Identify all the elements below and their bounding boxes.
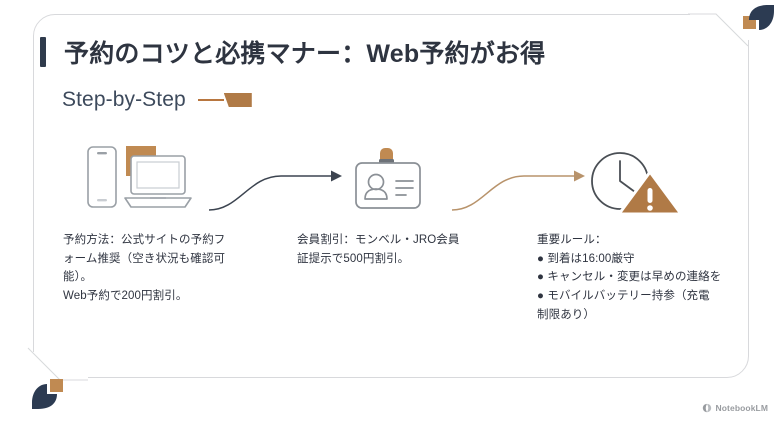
step-3-text: 重要ルール： ● 到着は16:00厳守 ● キャンセル・変更は早めの連絡を ● … <box>537 231 742 324</box>
step-3-line-5: 制限あり） <box>537 308 595 321</box>
section-label-rule <box>197 99 224 101</box>
clock-warning-icon <box>591 152 683 216</box>
step-1-line-3: 能）。 <box>63 271 93 284</box>
title-accent-bar <box>40 37 46 67</box>
page-title: 予約のコツと必携マナー：Web予約がお得 <box>40 34 545 70</box>
notebooklm-watermark: NotebookLM <box>702 403 768 413</box>
arrow-step2-to-step3 <box>451 170 585 211</box>
frame-corner-cut-top-right <box>688 13 749 47</box>
step-3-line-2: ● 到着は16:00厳守 <box>537 252 635 265</box>
leaf-ornament-top-right <box>743 5 774 30</box>
step-1-line-2: ォーム推奨（空き状況も確認可 <box>63 252 226 265</box>
section-label-text: Step-by-Step <box>62 88 186 111</box>
step-2-line-2: 証提示で500円割引。 <box>297 252 410 265</box>
phone-laptop-icon <box>87 146 192 208</box>
step-1-text: 予約方法：公式サイトの予約フ ォーム推奨（空き状況も確認可 能）。 Web予約で… <box>63 231 247 306</box>
section-label-flag <box>223 93 252 107</box>
notebooklm-label: NotebookLM <box>715 403 768 413</box>
step-3-line-4: ● モバイルバッテリー持参（充電 <box>537 289 710 302</box>
step-2-line-1: 会員割引：モンベル・JRO会員 <box>297 234 460 246</box>
step-3-line-1: 重要ルール： <box>537 234 607 246</box>
id-card-icon <box>355 148 421 209</box>
section-label: Step-by-Step <box>62 88 252 112</box>
step-1-line-1: 予約方法：公式サイトの予約フ <box>63 234 226 246</box>
step-3-line-3: ● キャンセル・変更は早めの連絡を <box>537 271 722 284</box>
leaf-ornament-bottom-left <box>32 379 63 409</box>
step-2-text: 会員割引：モンベル・JRO会員 証提示で500円割引。 <box>297 231 493 268</box>
step-1-line-4: Web予約で200円割引。 <box>63 289 188 302</box>
arrow-step1-to-step2 <box>208 170 342 211</box>
notebooklm-icon <box>702 403 711 413</box>
title-text: 予約のコツと必携マナー：Web予約がお得 <box>64 40 546 68</box>
